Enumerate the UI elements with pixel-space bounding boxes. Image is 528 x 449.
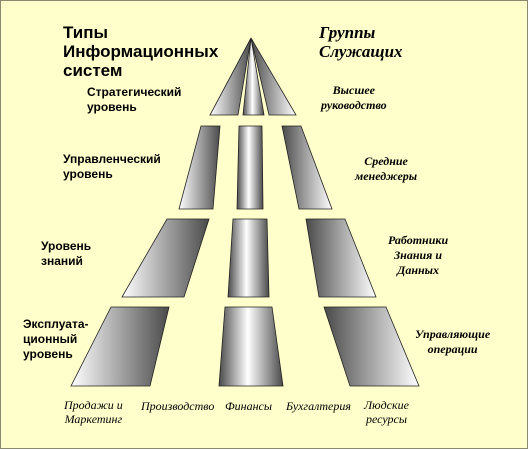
function-label-finance: Финансы xyxy=(225,399,273,413)
function-label-sales: Продажи и Маркетинг xyxy=(64,398,123,426)
segment-management-right xyxy=(281,125,333,210)
segment-knowledge-center xyxy=(227,218,270,298)
groups-title: Группы Служащих xyxy=(319,23,403,61)
function-label-production: Производство xyxy=(141,399,215,413)
types-title: Типы Информационных систем xyxy=(63,23,219,80)
level-label-knowledge: Уровень знаний xyxy=(41,239,92,268)
segment-strategic-left xyxy=(209,37,252,116)
level-label-operational: Эксплуата- ционный уровень xyxy=(23,317,89,361)
segment-operational-center xyxy=(218,306,284,387)
level-label-management: Управленческий уровень xyxy=(63,152,161,181)
pyramid-tier-strategic xyxy=(209,37,297,116)
pyramid-tier-operational xyxy=(70,306,420,387)
function-label-hr: Людские ресурсы xyxy=(364,398,409,426)
group-label-operational-managers: Управляющие операции xyxy=(415,327,491,356)
group-label-senior-management: Высшее руководство xyxy=(321,83,387,112)
segment-strategic-right xyxy=(250,37,297,116)
segment-management-center xyxy=(236,125,264,210)
segment-knowledge-left xyxy=(121,218,210,298)
segment-operational-left xyxy=(70,306,170,387)
segment-strategic-center xyxy=(242,37,265,116)
segment-management-left xyxy=(178,125,221,210)
pyramid-tier-knowledge xyxy=(121,218,377,298)
function-label-accounting: Бухгалтерия xyxy=(286,399,351,413)
group-label-knowledge-workers: Работники Знания и Данных xyxy=(388,233,449,277)
segment-knowledge-right xyxy=(305,218,377,298)
pyramid-tier-management xyxy=(178,125,333,210)
segment-operational-right xyxy=(323,306,420,387)
level-label-strategic: Стратегический уровень xyxy=(87,85,182,114)
group-label-middle-managers: Средние менеджеры xyxy=(355,154,418,183)
